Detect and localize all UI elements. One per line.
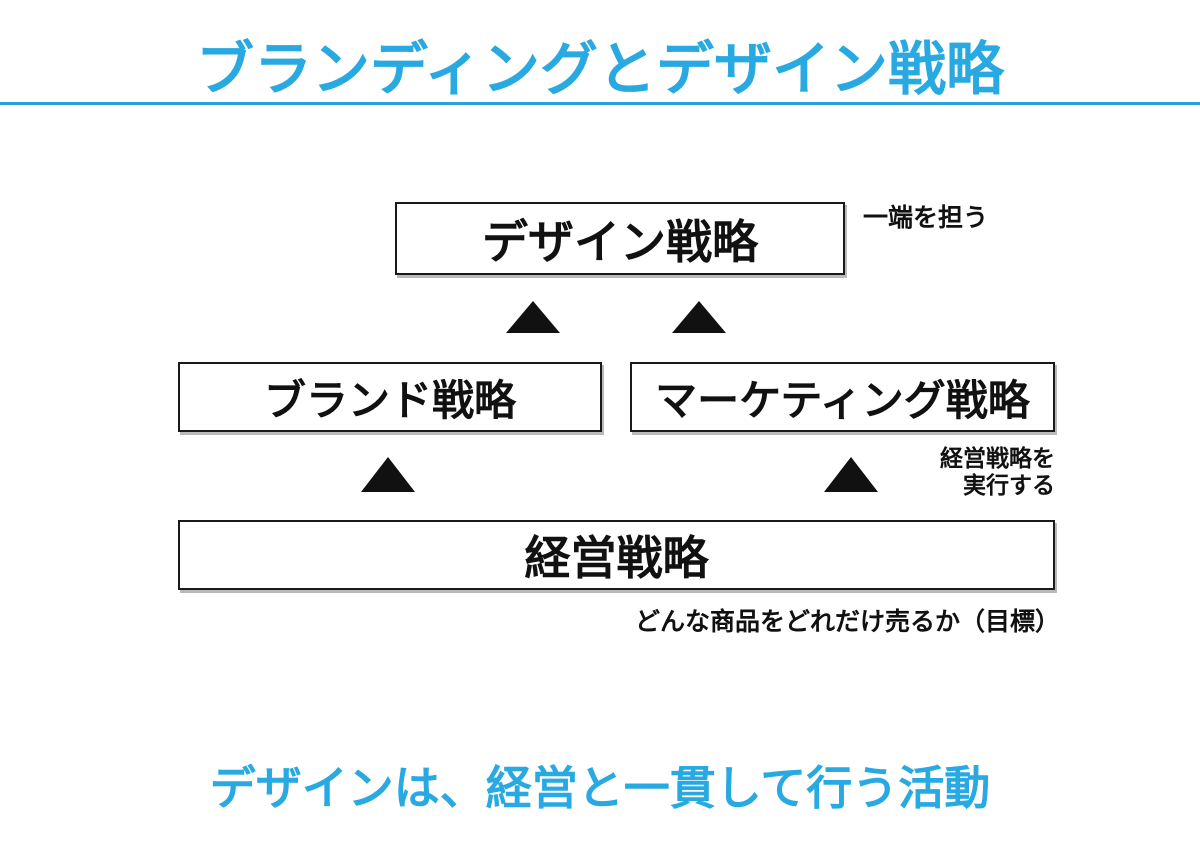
up-arrow-icon [824, 457, 878, 492]
up-arrow-icon [672, 301, 726, 333]
brand-strategy-box: ブランド戦略 [178, 362, 602, 432]
annotation-execute-line2: 実行する [963, 472, 1055, 498]
bottom-caption: どんな商品をどれだけ売るか（目標） [634, 608, 1060, 636]
page-title: ブランディングとデザイン戦略 [196, 37, 1004, 102]
design-strategy-box: デザイン戦略 [395, 202, 845, 275]
title-divider [0, 102, 1200, 105]
management-strategy-label: 経営戦略 [524, 532, 709, 584]
marketing-strategy-box: マーケティング戦略 [630, 362, 1055, 432]
footer-statement: デザインは、経営と一貫して行う活動 [209, 762, 991, 814]
management-strategy-box: 経営戦略 [178, 520, 1055, 590]
up-arrow-icon [361, 457, 415, 492]
annotation-execute-management-strategy: 経営戦略を 実行する [940, 445, 1055, 499]
up-arrow-icon [506, 301, 560, 333]
annotation-execute-line1: 経営戦略を [940, 445, 1055, 471]
marketing-strategy-label: マーケティング戦略 [655, 376, 1030, 424]
design-strategy-label: デザイン戦略 [482, 215, 758, 268]
annotation-plays-a-part: 一端を担う [863, 204, 989, 232]
brand-strategy-label: ブランド戦略 [263, 376, 516, 424]
